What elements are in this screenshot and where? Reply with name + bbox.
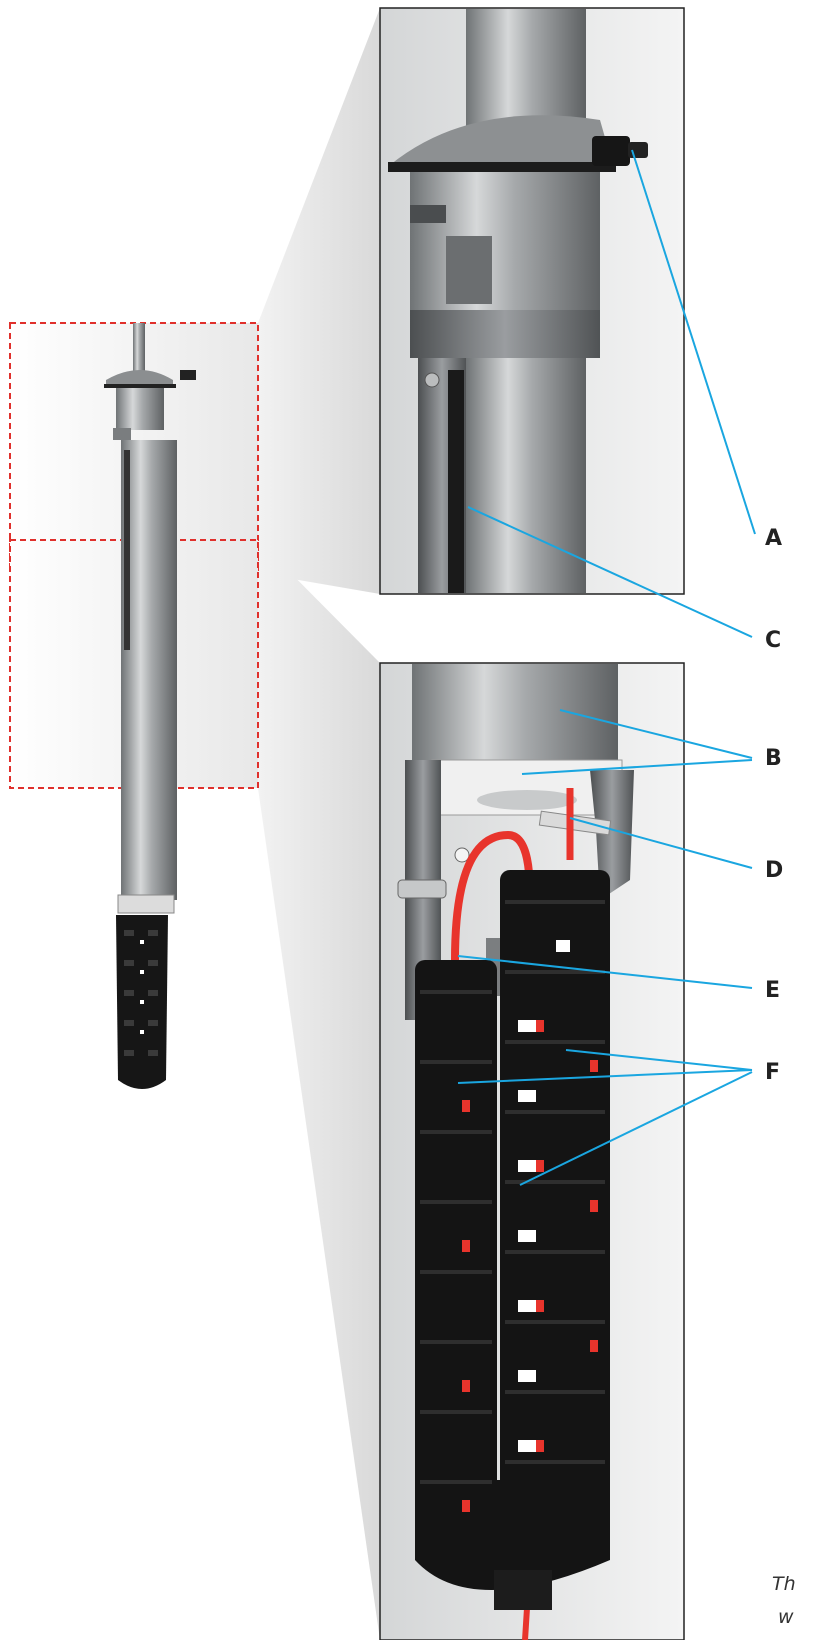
chain-links (420, 900, 605, 1484)
leader-d (569, 817, 753, 869)
callout-d: D (765, 858, 784, 883)
projection-fan-bottom (258, 540, 380, 1640)
leader-f1 (565, 1049, 753, 1071)
leader-f3 (519, 1071, 753, 1186)
callout-a: A (765, 526, 783, 551)
leader-f2 (457, 1069, 753, 1084)
leader-c (467, 506, 753, 638)
callout-b: B (765, 746, 782, 771)
leader-e (457, 955, 753, 989)
detail-box-top (379, 7, 685, 595)
callout-f: F (765, 1060, 781, 1085)
caption-line-2: w (778, 1606, 794, 1628)
leader-a (631, 149, 756, 535)
projection-fan-top (258, 8, 380, 594)
overview-actuator (104, 323, 196, 1089)
caption-line-1: Th (772, 1573, 796, 1595)
leader-b2 (521, 759, 753, 775)
caption: Th w (772, 1568, 827, 1634)
detail-box-bottom (379, 662, 685, 1641)
callout-e: E (765, 978, 781, 1003)
leader-b1 (559, 709, 753, 759)
leader-lines (457, 149, 756, 1186)
callout-c: C (765, 628, 782, 653)
